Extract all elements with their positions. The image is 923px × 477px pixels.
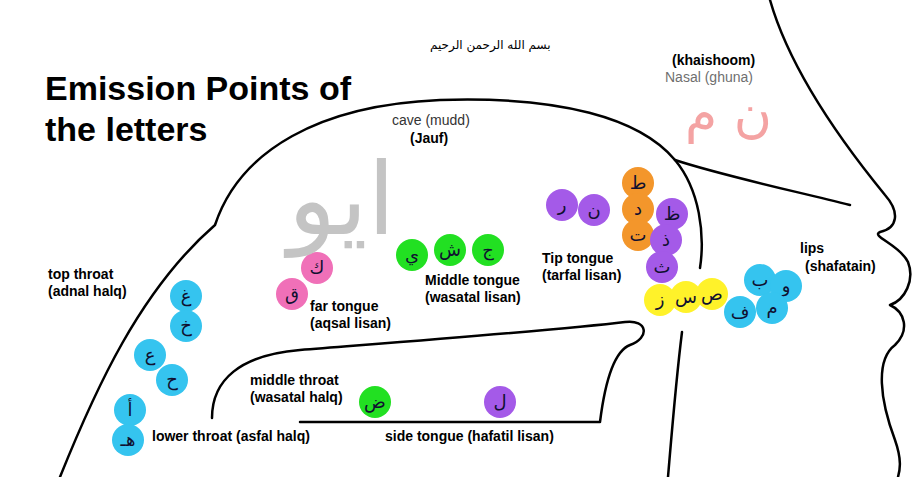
lower-jaw-line: [668, 332, 682, 477]
arabic-letter: ن: [587, 200, 600, 221]
letter-circle: م: [756, 292, 788, 324]
letter-circle: ت: [622, 219, 654, 251]
arabic-letter: ز: [656, 290, 665, 311]
letter-circle: ل: [484, 386, 516, 418]
letter-circle: ي: [396, 239, 428, 271]
region-label: (shafatain): [805, 258, 876, 275]
arabic-letter: ص: [701, 284, 723, 305]
region-label: cave (mudd): [392, 112, 470, 129]
tongue-outline: [212, 322, 644, 422]
throat-and-palate: [60, 100, 702, 477]
region-label: Nasal (ghuna): [665, 69, 753, 86]
arabic-letter: ط: [630, 173, 647, 194]
arabic-letter: ت: [630, 225, 647, 246]
nasal-passage: [675, 160, 850, 205]
region-label: lips: [800, 240, 824, 257]
diagram-title: Emission Points of the letters: [45, 68, 365, 150]
letter-circle: ر: [546, 189, 578, 221]
arabic-letter: خ: [180, 316, 192, 337]
arabic-letter: و: [782, 276, 791, 297]
nasal-letters: ن م: [685, 88, 772, 140]
arabic-letter: ي: [405, 245, 419, 266]
letter-circle: ف: [724, 296, 756, 328]
arabic-letter: ك: [310, 258, 325, 279]
letter-circle: ك: [301, 252, 333, 284]
letter-circle: خ: [170, 310, 202, 342]
bismillah-text: بسم الله الرحمن الرحيم: [430, 38, 551, 52]
arabic-letter: ث: [654, 257, 671, 278]
arabic-letter: هـ: [121, 430, 136, 451]
region-label: Middle tongue (wasatal lisan): [425, 272, 543, 306]
letter-circle: ع: [134, 339, 166, 371]
arabic-letter: ق: [285, 284, 299, 305]
region-label: middle throat (wasatal halq): [250, 372, 362, 406]
letter-circle: غ: [170, 280, 202, 312]
arabic-letter: ذ: [662, 230, 670, 251]
region-label: lower throat (asfal halq): [152, 428, 310, 445]
letter-circle: ص: [696, 278, 728, 310]
arabic-letter: س: [675, 287, 697, 308]
cave-letters: ايو: [288, 150, 395, 250]
letter-circle: ق: [276, 278, 308, 310]
arabic-letter: ج: [482, 240, 494, 261]
region-label: far tongue (aqsal lisan): [310, 298, 412, 332]
letter-circle: ض: [359, 386, 391, 418]
arabic-letter: ب: [752, 270, 769, 291]
letter-circle: ش: [434, 234, 466, 266]
arabic-letter: ح: [166, 370, 178, 391]
letter-circle: هـ: [112, 424, 144, 456]
arabic-letter: ل: [493, 392, 506, 413]
arabic-letter: م: [766, 298, 777, 319]
face-profile: [770, 0, 910, 477]
arabic-letter: ر: [558, 195, 567, 216]
letter-circle: ج: [472, 234, 504, 266]
letter-circle: ح: [156, 364, 188, 396]
region-label: side tongue (hafatil lisan): [385, 428, 554, 445]
region-label: (khaishoom): [672, 52, 755, 69]
letter-circle: ن: [578, 194, 610, 226]
arabic-letter: ع: [145, 345, 156, 366]
letter-circle: ث: [646, 251, 678, 283]
arabic-letter: أ: [127, 400, 132, 421]
region-label: Tip tongue (tarfal lisan): [542, 250, 640, 284]
arabic-letter: غ: [181, 286, 192, 307]
letter-circle: أ: [114, 394, 146, 426]
arabic-letter: ف: [731, 302, 750, 323]
arabic-letter: ض: [364, 392, 386, 413]
arabic-letter: ظ: [664, 204, 681, 225]
region-label: top throat (adnal halq): [48, 266, 146, 300]
region-label: (Jauf): [410, 130, 448, 147]
arabic-letter: د: [634, 199, 642, 220]
arabic-letter: ش: [439, 240, 461, 261]
